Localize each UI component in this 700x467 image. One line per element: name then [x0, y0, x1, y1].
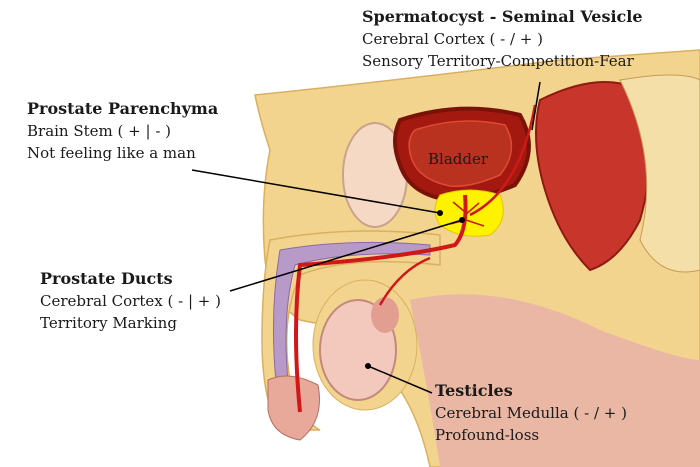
pointer-seminal-vesicle	[531, 81, 541, 131]
epididymis	[371, 297, 399, 333]
label-line: Not feeling like a man	[27, 144, 196, 162]
label-line: Brain Stem ( + | - )	[27, 122, 172, 140]
bladder-label: Bladder	[428, 150, 489, 168]
label-line: Profound-loss	[435, 426, 540, 444]
spine-tissue	[619, 74, 700, 273]
label-title: Spermatocyst - Seminal Vesicle	[362, 7, 643, 26]
pointer-prostate-ducts	[229, 219, 463, 292]
label-prostate-parenchyma: Prostate Parenchyma Brain Stem ( + | - )…	[27, 98, 218, 164]
label-line: Cerebral Medulla ( - / + )	[435, 404, 627, 422]
pointer-prostate-parenchyma	[191, 169, 441, 214]
label-prostate-ducts: Prostate Ducts Cerebral Cortex ( - | + )…	[40, 268, 221, 334]
label-line: Cerebral Cortex ( - | + )	[40, 292, 221, 310]
glans	[267, 375, 321, 441]
label-line: Territory Marking	[40, 314, 177, 332]
prostate	[434, 189, 504, 237]
prostate-ducts	[449, 201, 485, 227]
bladder-lumen	[408, 120, 513, 188]
label-line: Cerebral Cortex ( - / + )	[362, 30, 543, 48]
vas-deferens	[378, 104, 537, 306]
pointer-testicles	[367, 365, 433, 394]
label-line: Sensory Territory-Competition-Fear	[362, 52, 634, 70]
corpus-cavernosum	[272, 241, 431, 401]
urethra	[294, 194, 468, 413]
skin	[410, 294, 700, 467]
label-testicles: Testicles Cerebral Medulla ( - / + ) Pro…	[435, 380, 627, 446]
label-seminal-vesicle: Spermatocyst - Seminal Vesicle Cerebral …	[362, 6, 643, 72]
label-title: Testicles	[435, 381, 513, 400]
label-title: Prostate Ducts	[40, 269, 173, 288]
label-title: Prostate Parenchyma	[27, 99, 219, 118]
